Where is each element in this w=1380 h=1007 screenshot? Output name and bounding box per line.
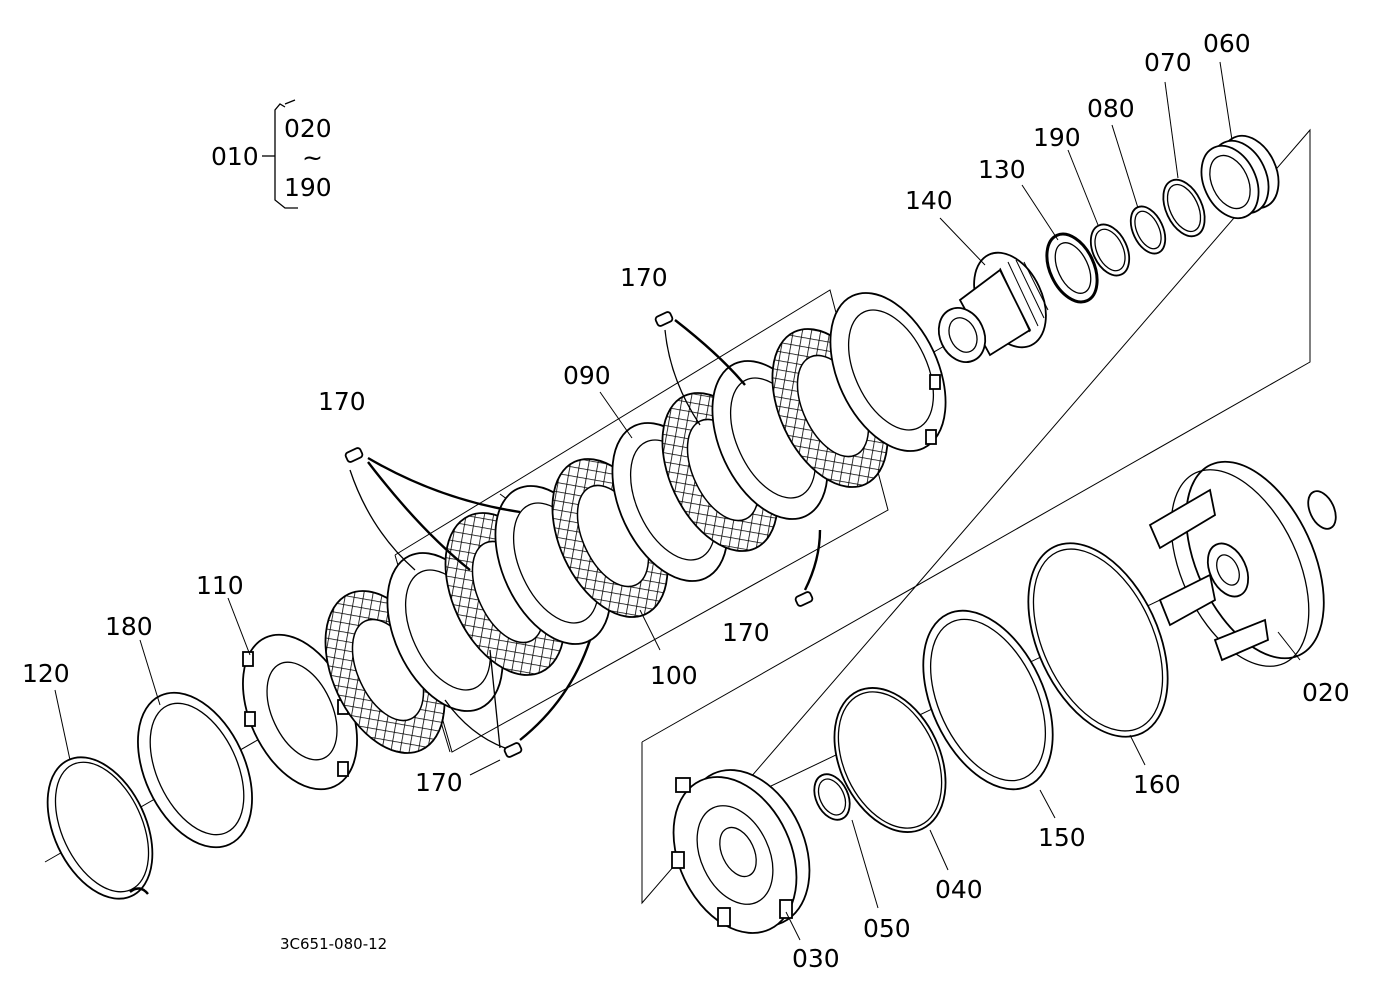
assembly-label: 010 <box>211 142 259 171</box>
label-170-a: 170 <box>318 387 366 416</box>
label-180: 180 <box>105 612 153 641</box>
ring-070 <box>1162 178 1206 238</box>
oring-190 <box>1089 223 1131 277</box>
label-020: 020 <box>1302 678 1350 707</box>
label-090: 090 <box>563 361 611 390</box>
label-190: 190 <box>1033 123 1081 152</box>
label-030: 030 <box>792 944 840 973</box>
assembly-range-to: 190 <box>284 173 332 202</box>
steel-plate-4 <box>829 292 947 452</box>
assembly-range-from: 020 <box>284 114 332 143</box>
seal-160 <box>1027 542 1169 738</box>
label-170-c: 170 <box>620 263 668 292</box>
part-labels: 120 180 110 170 170 170 170 090 100 140 … <box>22 29 1350 973</box>
plate-180 <box>137 691 253 849</box>
label-040: 040 <box>935 875 983 904</box>
label-170-d: 170 <box>722 618 770 647</box>
seal-040 <box>833 687 947 833</box>
oring-050 <box>813 773 851 821</box>
hub-140 <box>937 251 1049 363</box>
label-160: 160 <box>1133 770 1181 799</box>
label-100: 100 <box>650 661 698 690</box>
spring-170-d <box>794 591 814 607</box>
spring-plate-150 <box>922 609 1054 791</box>
leader-lines <box>54 61 1301 941</box>
label-070: 070 <box>1144 48 1192 77</box>
snap-ring-120 <box>46 756 154 900</box>
seal-rings-060 <box>1200 134 1280 220</box>
spring-170-a <box>344 447 364 463</box>
label-060: 060 <box>1203 29 1251 58</box>
drum-020 <box>1148 460 1337 667</box>
label-050: 050 <box>863 914 911 943</box>
assembly-bracket: 010 020 ~ 190 <box>211 99 332 209</box>
assembly-range-sep: ~ <box>302 143 323 172</box>
spring-leaders <box>349 319 822 749</box>
label-170-b: 170 <box>415 768 463 797</box>
bearing-130 <box>1045 232 1099 304</box>
label-150: 150 <box>1038 823 1086 852</box>
end-plate-110 <box>242 633 358 791</box>
drawing-code: 3C651-080-12 <box>280 935 387 953</box>
spring-170-b <box>503 742 523 758</box>
label-140: 140 <box>905 186 953 215</box>
spring-170-c <box>654 311 674 327</box>
label-080: 080 <box>1087 94 1135 123</box>
label-120: 120 <box>22 659 70 688</box>
label-110: 110 <box>196 571 244 600</box>
housing-030 <box>671 769 811 934</box>
label-130: 130 <box>978 155 1026 184</box>
